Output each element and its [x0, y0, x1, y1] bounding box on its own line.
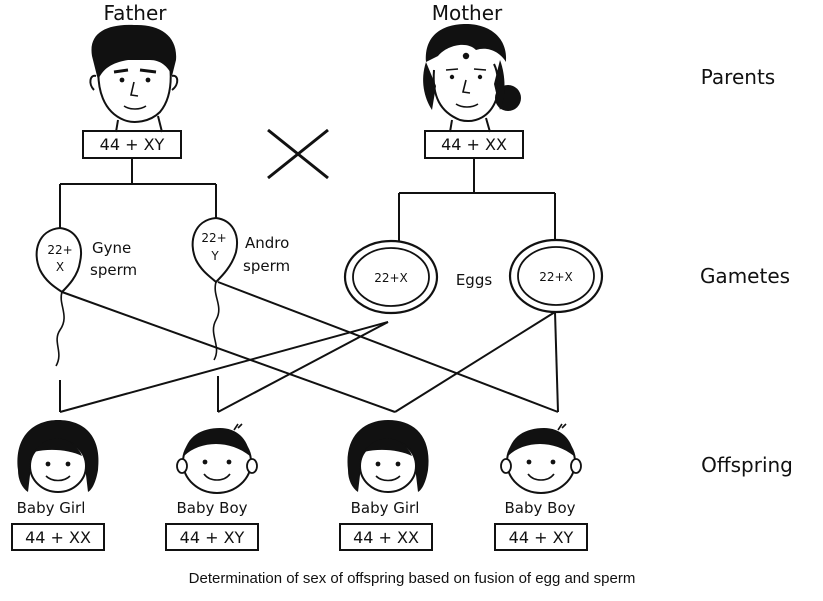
baby-boy-face-icon — [500, 423, 582, 494]
baby-girl-face-icon — [347, 420, 429, 493]
offspring-3-label: Baby Girl — [351, 499, 420, 517]
andro-sperm-chromosomes-2: Y — [210, 249, 219, 263]
baby-girl-face-icon — [17, 420, 99, 493]
gametes-row-label: Gametes — [700, 264, 790, 288]
offspring-3-genotype-box — [339, 523, 433, 551]
figure-caption: Determination of sex of offspring based … — [189, 570, 636, 587]
gyne-sperm-chromosomes-1: 22+ — [47, 243, 72, 257]
andro-sperm-name-2: sperm — [243, 257, 290, 275]
cross-icon — [267, 128, 329, 180]
offspring-2-label: Baby Boy — [177, 499, 248, 517]
father-label: Father — [104, 1, 168, 25]
egg-2: 22+X — [508, 238, 604, 314]
andro-sperm-name-1: Andro — [245, 234, 289, 252]
mother-branch-lines — [398, 158, 556, 243]
father-face-icon — [89, 24, 179, 133]
offspring-1-genotype-box — [11, 523, 105, 551]
baby-boy-face-icon — [176, 423, 258, 494]
offspring-4-genotype-box — [494, 523, 588, 551]
offspring-1-label: Baby Girl — [17, 499, 86, 517]
mother-face-icon — [423, 24, 521, 133]
father-genotype: 44 + XY — [100, 135, 165, 154]
mother-genotype: 44 + XX — [441, 135, 507, 154]
offspring-4-genotype: 44 + XY — [509, 528, 574, 547]
egg-1: 22+X — [343, 239, 439, 315]
mother-label: Mother — [432, 1, 503, 25]
offspring-row-label: Offspring — [701, 453, 793, 477]
offspring-3-genotype: 44 + XX — [353, 528, 419, 547]
offspring-2-genotype: 44 + XY — [180, 528, 245, 547]
offspring-4-label: Baby Boy — [505, 499, 576, 517]
eggs-label: Eggs — [456, 271, 493, 289]
andro-sperm: 22+ Y Andro sperm — [191, 216, 290, 361]
gyne-sperm-name-2: sperm — [90, 261, 137, 279]
parents-row-label: Parents — [701, 65, 775, 89]
andro-sperm-chromosomes-1: 22+ — [201, 231, 226, 245]
egg-1-chromosomes: 22+X — [374, 271, 408, 285]
egg-2-chromosomes: 22+X — [539, 270, 573, 284]
offspring-2-genotype-box — [165, 523, 259, 551]
gyne-sperm-name-1: Gyne — [92, 239, 131, 257]
gyne-sperm: 22+ X Gyne sperm — [35, 226, 137, 367]
father-branch-lines — [59, 158, 217, 228]
gyne-sperm-chromosomes-2: X — [56, 260, 64, 274]
offspring-1-genotype: 44 + XX — [25, 528, 91, 547]
fusion-lines — [59, 281, 559, 413]
